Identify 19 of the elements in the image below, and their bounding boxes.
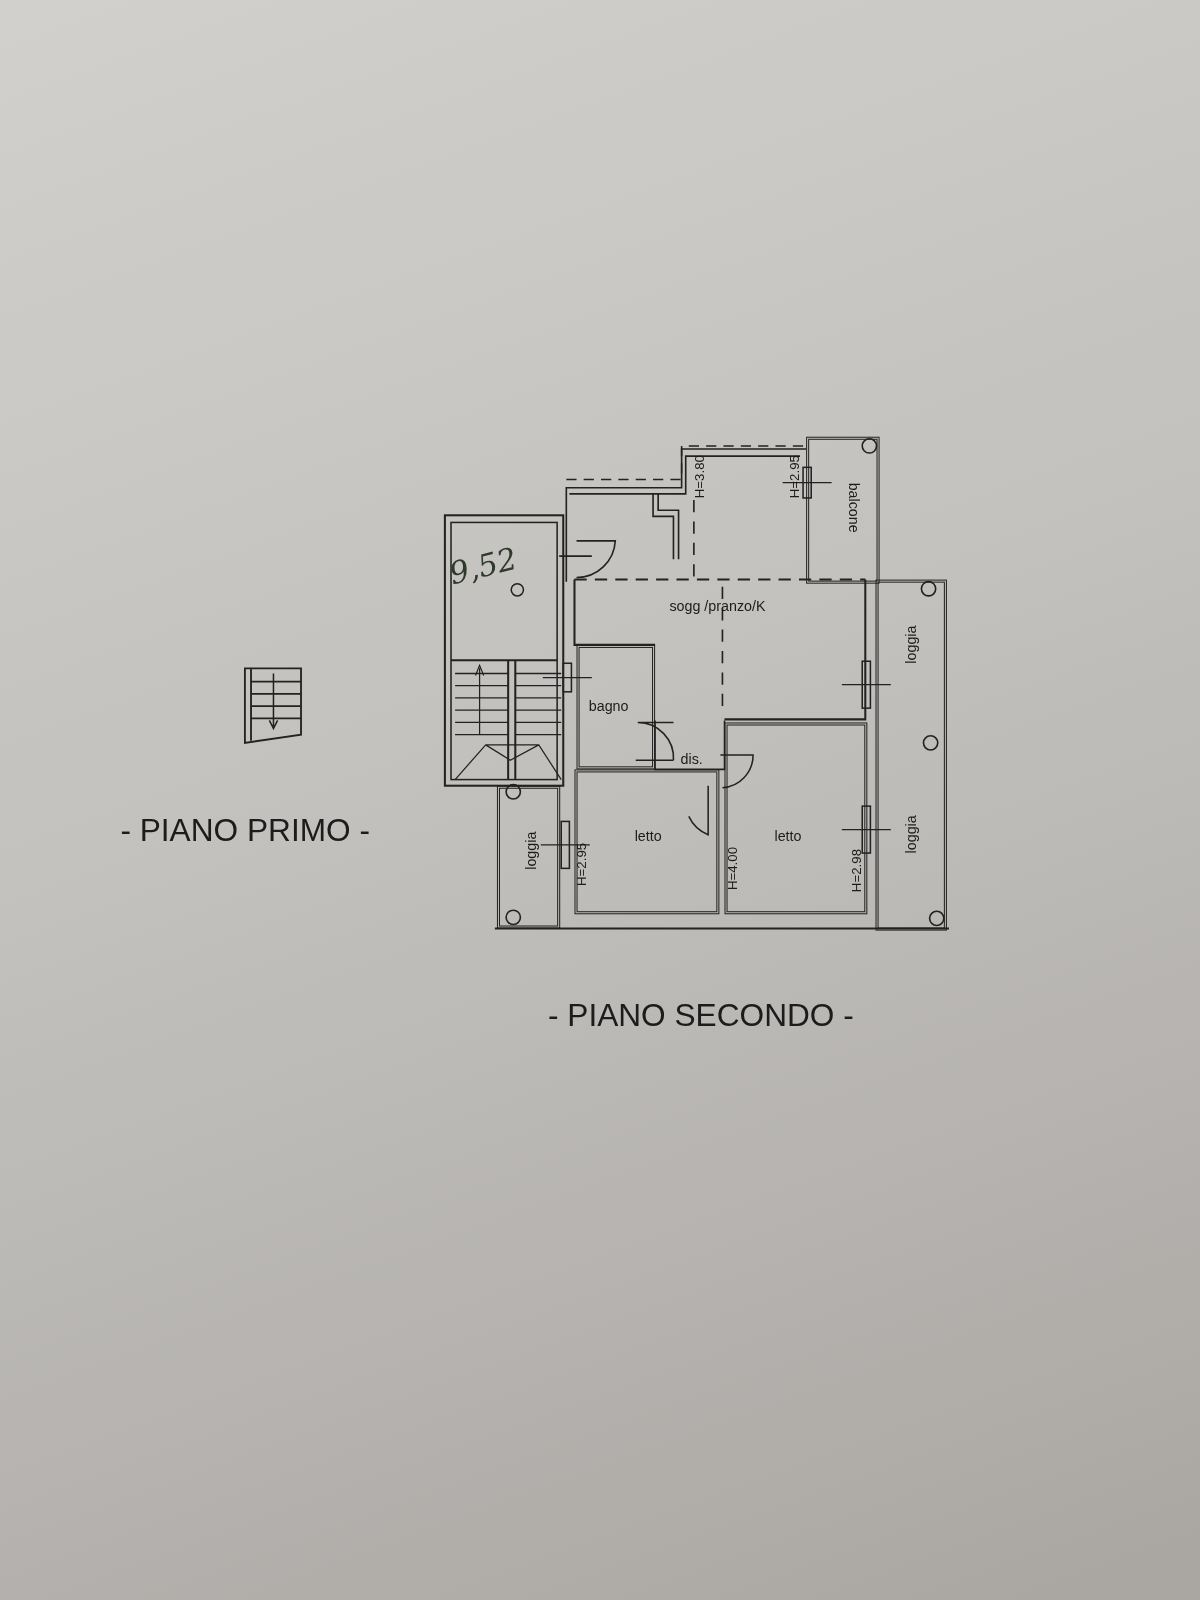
handwritten-note: 9,52 [445,541,521,591]
height-label: H=2.98 [850,848,865,893]
floor-title: - PIANO PRIMO - [120,813,370,849]
room-label: bagno [588,697,629,715]
room-label: loggia [903,815,920,854]
room-label: letto [774,827,802,844]
room-area [655,720,725,772]
height-label: H=2.95 [787,455,803,499]
height-label: H=3.80 [692,455,708,499]
height-label: H=4.00 [725,846,741,891]
room-label: letto [634,827,662,844]
height-label: H=2.95 [574,842,590,886]
floor-title: - PIANO SECONDO - [547,997,854,1033]
room-label: loggia [903,625,920,664]
room-label: dis. [680,751,703,768]
room-area [574,579,866,720]
room-label: sogg /pranzo/K [669,597,766,615]
room-label: balcone [845,482,863,533]
room-label: loggia [522,831,539,870]
